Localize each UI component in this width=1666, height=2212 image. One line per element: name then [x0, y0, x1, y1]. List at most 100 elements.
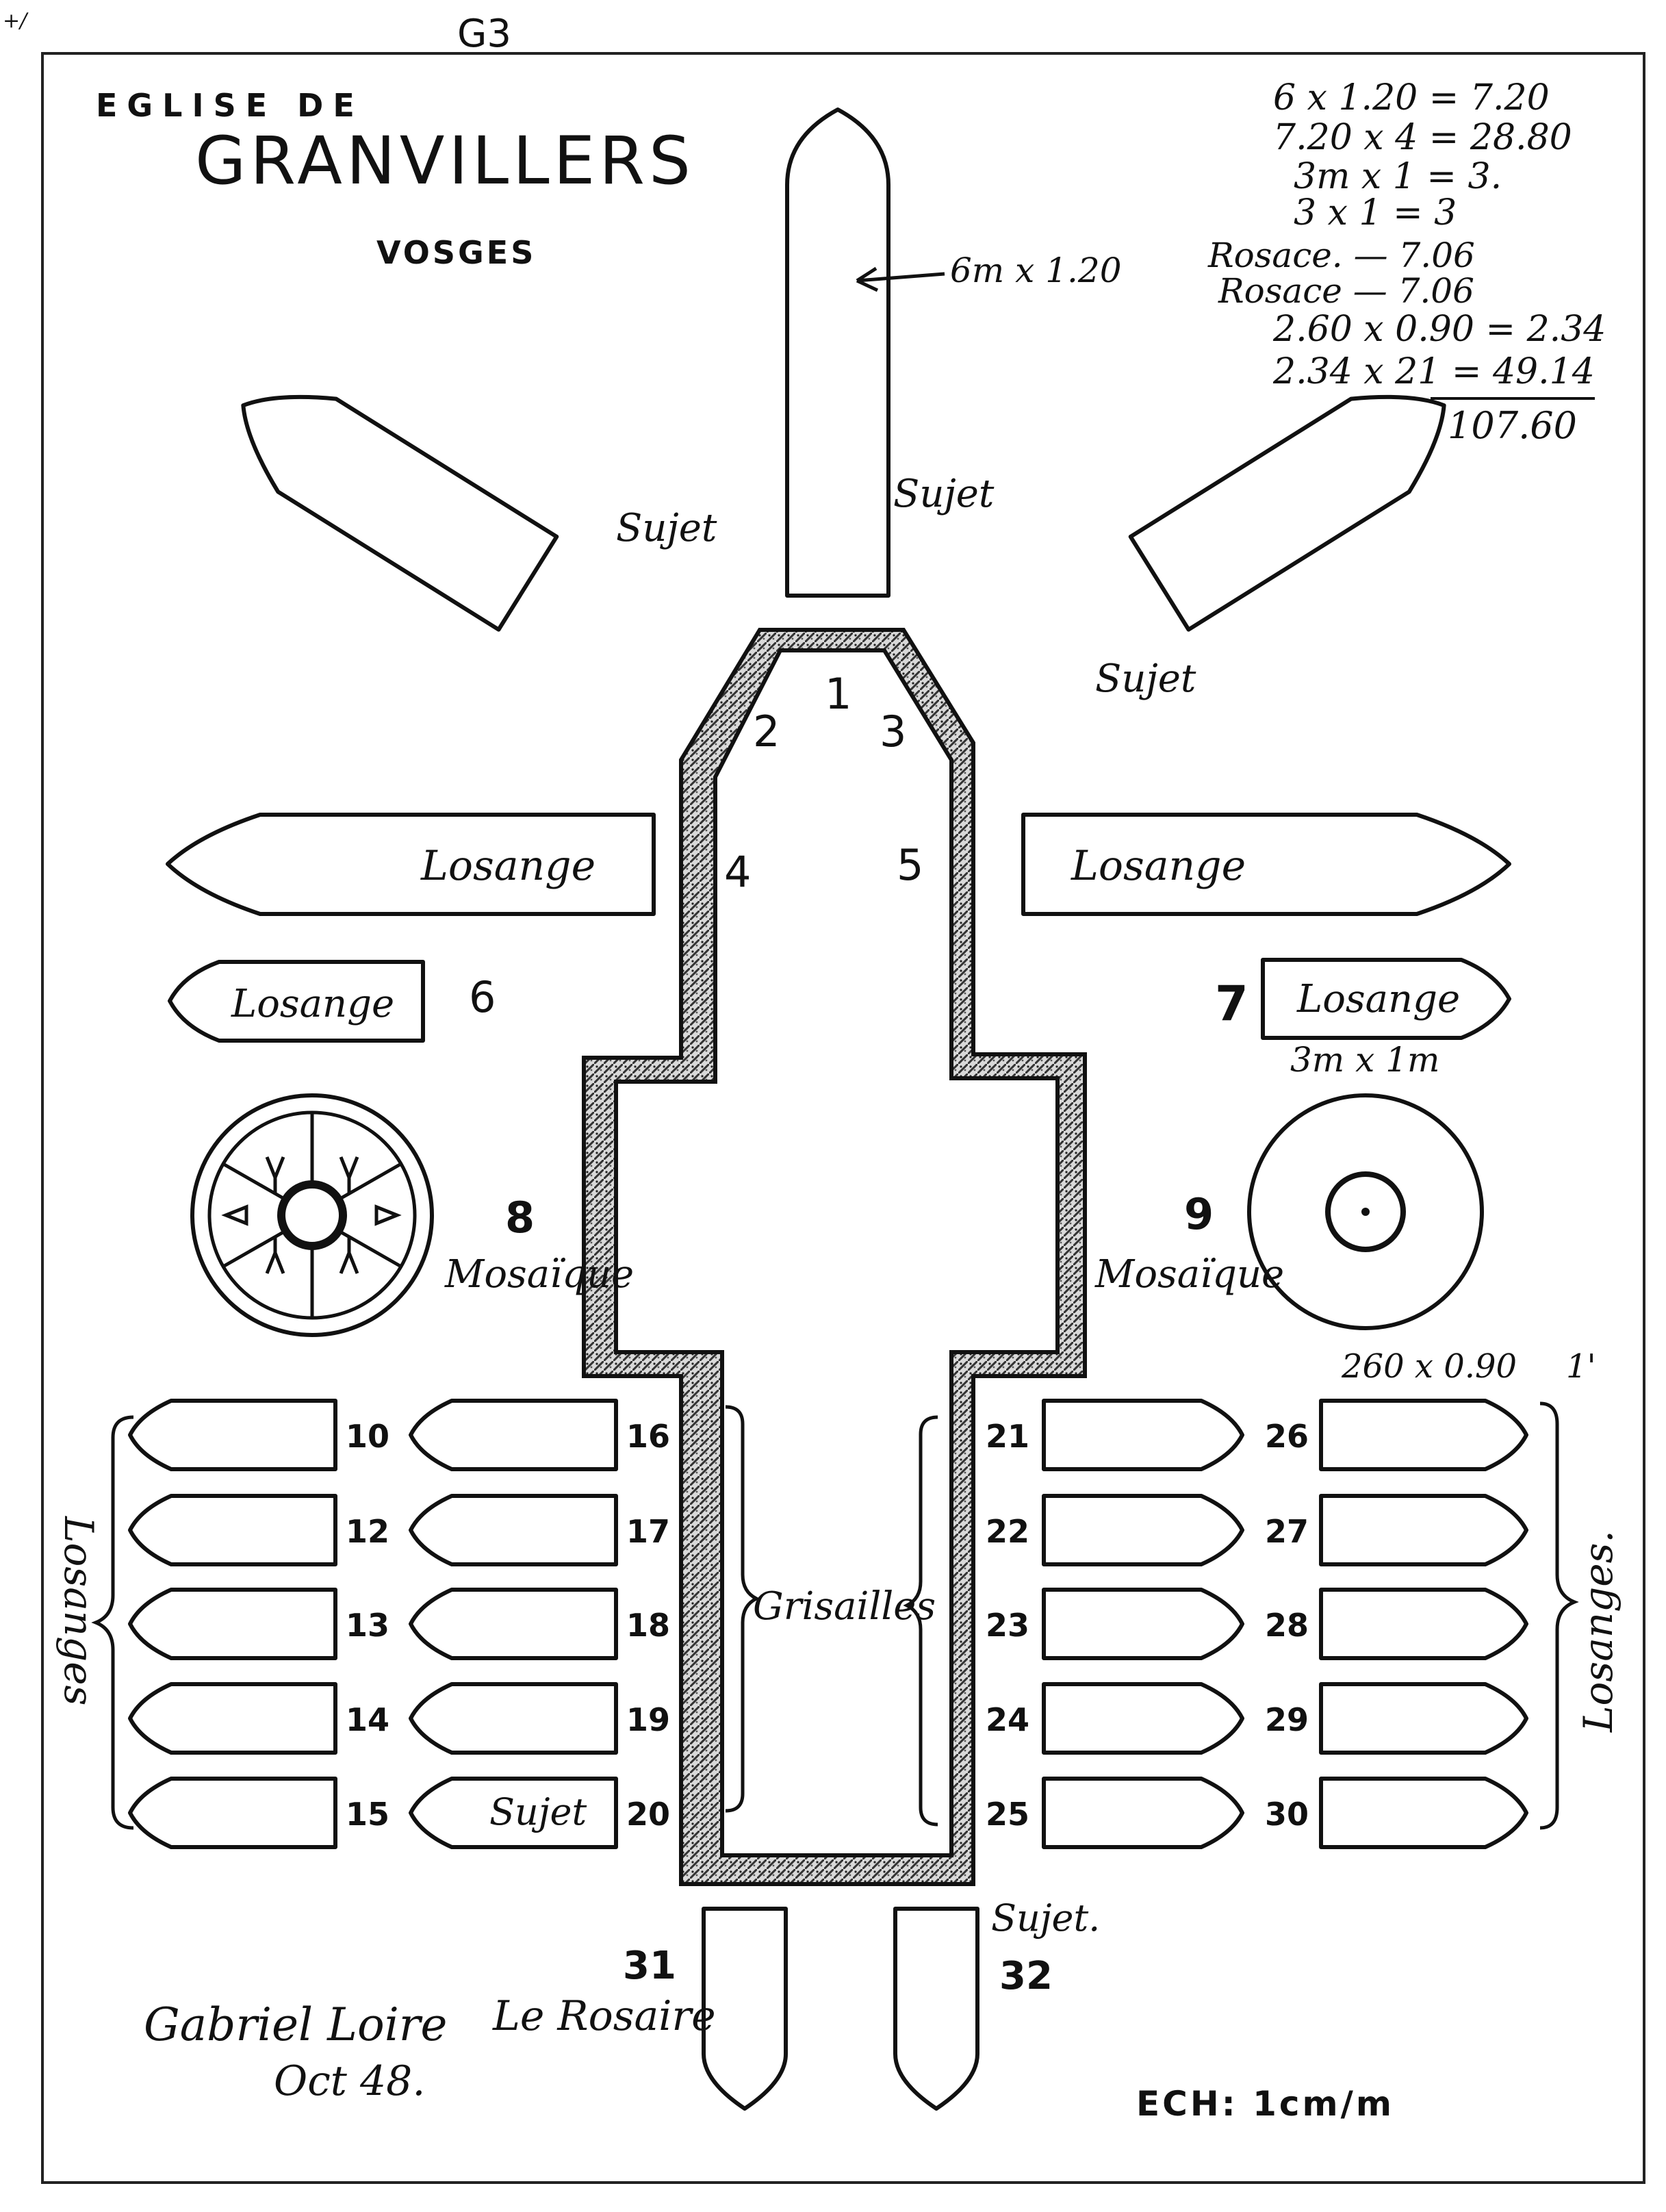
- calc-line: Rosace. — 7.06: [1207, 236, 1475, 275]
- right-brace: [1539, 1401, 1579, 1830]
- scale-label: ECH: 1cm/m: [1136, 2084, 1394, 2124]
- small-window-29: [1319, 1682, 1528, 1755]
- rosace-window-9: [1247, 1093, 1484, 1330]
- window-number-31: 31: [623, 1944, 676, 1988]
- window-number: 19: [626, 1701, 670, 1738]
- window-number-7: 7: [1215, 976, 1248, 1032]
- window-number: 23: [986, 1607, 1029, 1644]
- window-7-dim: 3m x 1m: [1290, 1040, 1439, 1080]
- window-number: 17: [626, 1513, 670, 1550]
- region: VOSGES: [376, 234, 536, 271]
- losange-window-6: [168, 960, 425, 1043]
- small-window-27: [1319, 1494, 1528, 1566]
- window-number-32: 32: [999, 1954, 1053, 1998]
- window-number: 10: [346, 1418, 389, 1455]
- small-window-10: [128, 1399, 337, 1471]
- small-window-dim: 260 x 0.90: [1341, 1347, 1517, 1386]
- small-window-13: [128, 1588, 337, 1660]
- mosaique-label-9: Mosaïque: [1094, 1252, 1284, 1297]
- window-number: 12: [346, 1513, 389, 1550]
- window-number: 20: [626, 1796, 670, 1833]
- grisailles-right-brace: [903, 1415, 938, 1827]
- small-window-26: [1319, 1399, 1528, 1471]
- corner-mark: +/: [3, 9, 29, 33]
- losange-window-7: [1261, 958, 1511, 1040]
- losange-window-5: [1021, 813, 1511, 916]
- arrow-head: [856, 266, 879, 292]
- losanges-right-label: Losanges.: [1575, 1530, 1622, 1733]
- window-number: 22: [986, 1513, 1029, 1550]
- window-number: 29: [1265, 1701, 1309, 1738]
- small-window-22: [1042, 1494, 1244, 1566]
- top-window-label: Sujet: [893, 472, 995, 516]
- calc-line: 2.60 x 0.90 = 2.34: [1272, 309, 1606, 350]
- calculations: 6 x 1.20 = 7.20 7.20 x 4 = 28.80 3m x 1 …: [1207, 77, 1606, 447]
- mosaique-label-8: Mosaïque: [444, 1252, 634, 1297]
- small-window-16: [409, 1399, 618, 1471]
- window-number: 18: [626, 1607, 670, 1644]
- window-number: 26: [1265, 1418, 1309, 1455]
- left-brace: [91, 1415, 134, 1830]
- right-diagonal-label: Sujet: [1095, 657, 1196, 701]
- small-window-24: [1042, 1682, 1244, 1755]
- grisailles-left-brace: [725, 1405, 760, 1813]
- left-diagonal-window: [241, 394, 559, 632]
- small-window-12: [128, 1494, 337, 1566]
- calc-line: 2.34 x 21 = 49.14: [1272, 351, 1595, 392]
- small-window-17: [409, 1494, 618, 1566]
- window-number: 27: [1265, 1513, 1309, 1550]
- title: GRANVILLERS: [195, 123, 695, 199]
- title-prefix: EGLISE DE: [96, 87, 364, 124]
- small-window-21: [1042, 1399, 1244, 1471]
- top-window-dim: 6m x 1.20: [950, 251, 1122, 290]
- window-32-label: Sujet.: [991, 1896, 1100, 1940]
- dimension-arrow: [856, 272, 945, 283]
- window-number: 13: [346, 1607, 389, 1644]
- window-31: [702, 1907, 788, 2111]
- window-number: 24: [986, 1701, 1029, 1738]
- choir-window-4: 4: [724, 847, 751, 897]
- losanges-left-label: Losanges: [55, 1516, 102, 1705]
- small-window-30: [1319, 1777, 1528, 1849]
- window-number-9: 9: [1184, 1189, 1214, 1239]
- church-plan: [582, 628, 1087, 1886]
- window-number: 30: [1265, 1796, 1309, 1833]
- small-window-15: [128, 1777, 337, 1849]
- rosace-window-8: [190, 1093, 434, 1337]
- calc-line: 3 x 1 = 3: [1294, 192, 1457, 233]
- small-window-23: [1042, 1588, 1244, 1660]
- small-window-18: [409, 1588, 618, 1660]
- small-window-28: [1319, 1588, 1528, 1660]
- window-number: 14: [346, 1701, 389, 1738]
- grisailles-label: Grisailles: [753, 1584, 936, 1629]
- small-window-25: [1042, 1777, 1244, 1849]
- window-number: 25: [986, 1796, 1029, 1833]
- window-31-label: Le Rosaire: [492, 1992, 716, 2040]
- signature-date: Oct 48.: [274, 2057, 425, 2105]
- window-number-6: 6: [469, 972, 496, 1022]
- window-number: 15: [346, 1796, 389, 1833]
- left-diagonal-label: Sujet: [616, 506, 717, 550]
- signature-name: Gabriel Loire: [144, 1998, 447, 2051]
- top-window: [785, 107, 890, 598]
- losange-label-7: Losange: [1296, 977, 1460, 1021]
- window-20-label: Sujet: [489, 1790, 587, 1833]
- page-border: [41, 52, 1645, 2184]
- small-window-20: [409, 1777, 618, 1849]
- calc-line: 3m x 1 = 3.: [1294, 156, 1502, 197]
- window-number: 28: [1265, 1607, 1309, 1644]
- losange-window-4: [166, 813, 656, 916]
- choir-window-3: 3: [880, 707, 906, 757]
- calc-line: 6 x 1.20 = 7.20: [1273, 77, 1550, 118]
- calc-line: Rosace — 7.06: [1218, 271, 1474, 311]
- small-window-note: 1': [1566, 1347, 1596, 1386]
- window-number: 21: [986, 1418, 1029, 1455]
- window-32: [893, 1907, 979, 2111]
- page-ref: G3: [457, 12, 511, 56]
- choir-window-1: 1: [825, 669, 851, 719]
- small-window-grid: 1012131415161718192021222324252627282930…: [128, 1399, 1528, 1849]
- small-window-14: [128, 1682, 337, 1755]
- losange-label-5: Losange: [1071, 842, 1246, 890]
- choir-window-5: 5: [897, 840, 923, 890]
